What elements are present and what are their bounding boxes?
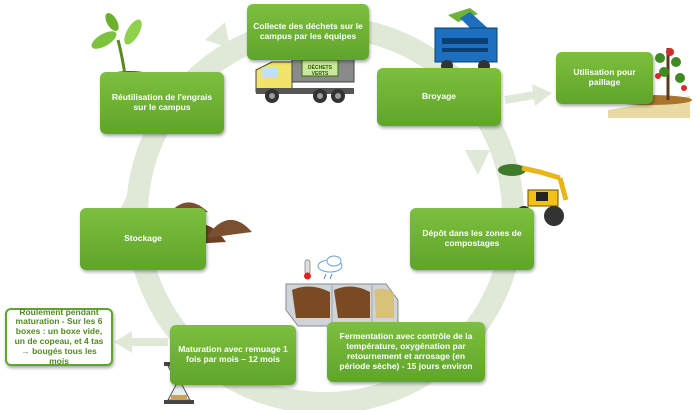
step-depot-label: Dépôt dans les zones de compostages <box>422 228 522 248</box>
compost-bins-icon <box>285 283 399 327</box>
step-paillage-label: Utilisation pour paillage <box>573 67 636 87</box>
cloud-icon <box>317 255 343 280</box>
arrow-to-paillage-head <box>532 84 552 106</box>
step-collecte-label: Collecte des déchets sur le campus par l… <box>253 21 363 41</box>
shredder-icon <box>434 8 498 72</box>
arrow-to-roulement-head <box>114 331 132 353</box>
step-stockage: Stockage <box>80 208 206 270</box>
step-paillage: Utilisation pour paillage <box>556 52 653 104</box>
step-fermentation-label: Fermentation avec contrôle de la tempéra… <box>339 331 473 371</box>
step-stockage-label: Stockage <box>124 233 162 244</box>
step-collecte: Collecte des déchets sur le campus par l… <box>247 4 369 60</box>
arrow-to-paillage <box>504 91 536 104</box>
step-maturation-label: Maturation avec remuage 1 fois par mois … <box>178 344 288 364</box>
step-maturation: Maturation avec remuage 1 fois par mois … <box>170 325 296 385</box>
thermometer-icon <box>304 259 311 280</box>
step-fermentation: Fermentation avec contrôle de la tempéra… <box>327 322 485 382</box>
step-reutilisation: Réutilisation de l'engrais sur le campus <box>100 72 224 134</box>
cycle-arrow-top <box>205 22 230 48</box>
step-broyage: Broyage <box>377 68 501 126</box>
step-roulement-label: Roulement pendant maturation - Sur les 6… <box>14 306 104 366</box>
step-broyage-label: Broyage <box>421 91 456 102</box>
step-depot: Dépôt dans les zones de compostages <box>410 208 534 270</box>
step-roulement: Roulement pendant maturation - Sur les 6… <box>5 306 113 366</box>
truck-sign: DÉCHETS VERTS <box>308 65 332 77</box>
cycle-arrow-left <box>120 185 145 210</box>
cycle-arrow-right <box>465 150 490 175</box>
step-reutilisation-label: Réutilisation de l'engrais sur le campus <box>111 92 213 112</box>
